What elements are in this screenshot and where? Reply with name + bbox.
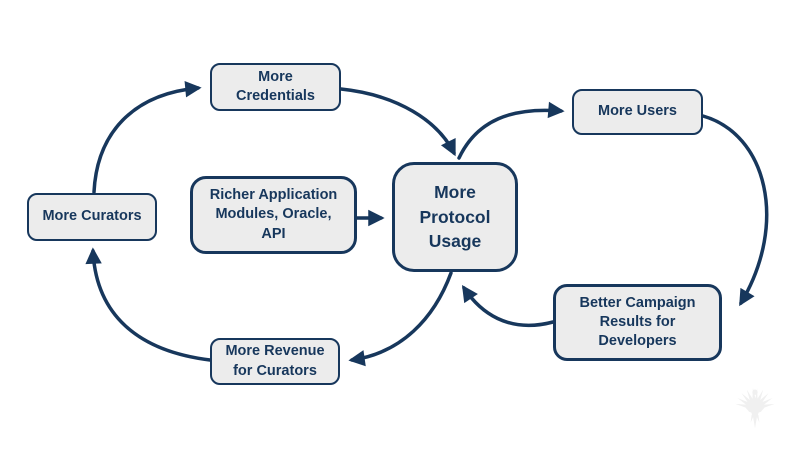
edge-users-to-campaign [701,114,769,307]
node-label-line: Modules, Oracle, [215,206,332,223]
node-label-line: Protocol [419,206,491,227]
node-label-line: More [258,68,293,85]
node-label-line: Credentials [236,88,315,104]
edge-curators-to-credentials [92,81,202,194]
node-more-credentials: More Credentials [210,63,341,111]
node-more-users: More Users [572,89,703,135]
node-label-line: Better Campaign [579,294,696,311]
node-label-line: Usage [428,231,482,252]
node-more-protocol-usage: More Protocol Usage [392,162,518,272]
node-label-line: Richer Application [209,187,338,204]
node-more-curators: More Curators [27,193,157,241]
node-label-line: Results for [599,313,676,330]
node-label-line: More Revenue [225,343,325,360]
edge-revenue-to-curators [85,247,212,362]
node-richer-application-modules: Richer Application Modules, Oracle, API [190,176,357,254]
edge-campaign-to-protocol [461,284,555,328]
node-better-campaign-results: Better Campaign Results for Developers [553,284,722,361]
phoenix-eagle-icon [735,387,775,429]
edge-credentials-to-protocol [339,87,456,157]
edge-protocol-to-users [457,101,565,160]
node-more-revenue-for-curators: More Revenue for Curators [210,338,340,385]
node-label-line: More Curators [42,208,142,225]
node-label-line: for Curators [233,362,317,379]
node-label-line: More Users [598,103,677,120]
node-label-line: More [434,181,476,202]
node-label-line: API [261,225,286,242]
node-label-line: Developers [598,333,677,350]
edge-protocol-to-revenue [348,271,453,367]
